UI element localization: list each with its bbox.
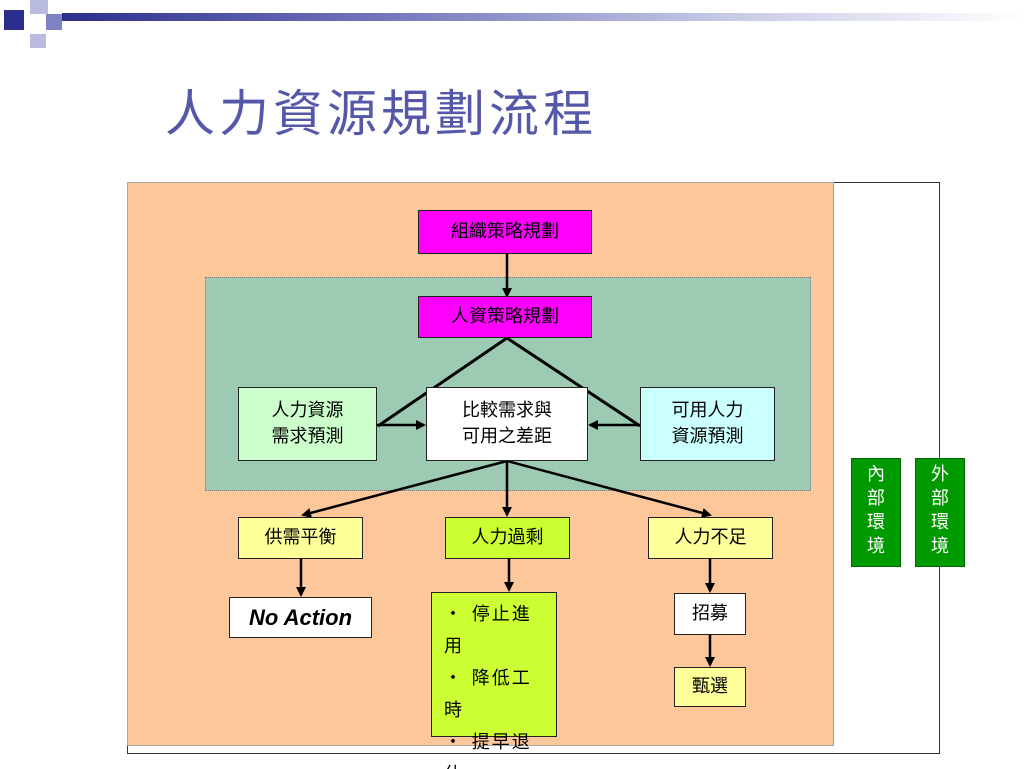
header-gradient-bar bbox=[62, 13, 1024, 21]
external-env-char-4: 境 bbox=[931, 536, 949, 557]
external-env-char-1: 外 bbox=[931, 464, 949, 485]
slide-title: 人力資源規劃流程 bbox=[165, 85, 597, 143]
external-env-char-3: 環 bbox=[931, 512, 949, 533]
no-action-label: No Action bbox=[248, 604, 353, 630]
hr-strategy-box: 人資策略規劃 bbox=[418, 296, 592, 338]
gap-to-balance-arrow bbox=[301, 459, 508, 518]
org-strategy-box: 組織策略規劃 bbox=[418, 210, 592, 254]
org-strategy-label: 組織策略規劃 bbox=[451, 221, 559, 242]
supply-forecast-line1: 可用人力 bbox=[671, 400, 744, 421]
select-box: 甄選 bbox=[674, 667, 746, 707]
surplus-action-3a: ・ 提早退 bbox=[444, 732, 532, 753]
demand-forecast-line1: 人力資源 bbox=[271, 400, 344, 421]
surplus-action-2a: ・ 降低工 bbox=[444, 668, 532, 689]
internal-env-char-1: 內 bbox=[867, 464, 885, 485]
supply-forecast-box: 可用人力 資源預測 bbox=[640, 387, 775, 461]
surplus-action-2b: 時 bbox=[444, 700, 464, 721]
header-square-small bbox=[30, 34, 46, 48]
recruit-box: 招募 bbox=[674, 593, 746, 635]
surplus-label: 人力過剩 bbox=[471, 527, 544, 548]
supply-forecast-line2: 資源預測 bbox=[671, 426, 744, 447]
recruit-label: 招募 bbox=[692, 603, 728, 624]
gap-compare-line1: 比較需求與 bbox=[462, 400, 552, 421]
gap-compare-box: 比較需求與 可用之差距 bbox=[426, 387, 588, 461]
surplus-actions-box: ・ 停止進 用 ・ 降低工 時 ・ 提早退 休 bbox=[431, 592, 557, 769]
no-action-box: No Action bbox=[229, 597, 372, 638]
balance-label: 供需平衡 bbox=[264, 527, 337, 548]
shortage-box: 人力不足 bbox=[648, 517, 773, 559]
demand-forecast-line2: 需求預測 bbox=[271, 426, 344, 447]
internal-env-char-3: 環 bbox=[867, 512, 885, 533]
internal-env-char-4: 境 bbox=[867, 536, 885, 557]
hr-strategy-label: 人資策略規劃 bbox=[451, 306, 559, 327]
surplus-box: 人力過剩 bbox=[445, 517, 570, 559]
hr-to-demand-line bbox=[377, 336, 508, 428]
demand-forecast-box: 人力資源 需求預測 bbox=[238, 387, 377, 461]
surplus-action-1b: 用 bbox=[444, 636, 464, 657]
internal-environment-tag: 內 部 環 境 bbox=[851, 458, 901, 567]
header-square-mid bbox=[46, 14, 62, 30]
surplus-action-1a: ・ 停止進 bbox=[444, 604, 532, 625]
gap-compare-line2: 可用之差距 bbox=[462, 426, 552, 447]
header-square-dark bbox=[4, 10, 24, 30]
external-environment-tag: 外 部 環 境 bbox=[915, 458, 965, 567]
balance-box: 供需平衡 bbox=[238, 517, 363, 559]
header-square-light bbox=[30, 0, 48, 14]
internal-env-char-2: 部 bbox=[867, 488, 885, 509]
gap-to-shortage-arrow bbox=[506, 459, 712, 518]
hr-to-supply-line bbox=[506, 336, 641, 428]
select-label: 甄選 bbox=[692, 676, 728, 697]
surplus-action-3b: 休 bbox=[444, 759, 550, 769]
external-env-char-2: 部 bbox=[931, 488, 949, 509]
shortage-label: 人力不足 bbox=[674, 527, 747, 548]
